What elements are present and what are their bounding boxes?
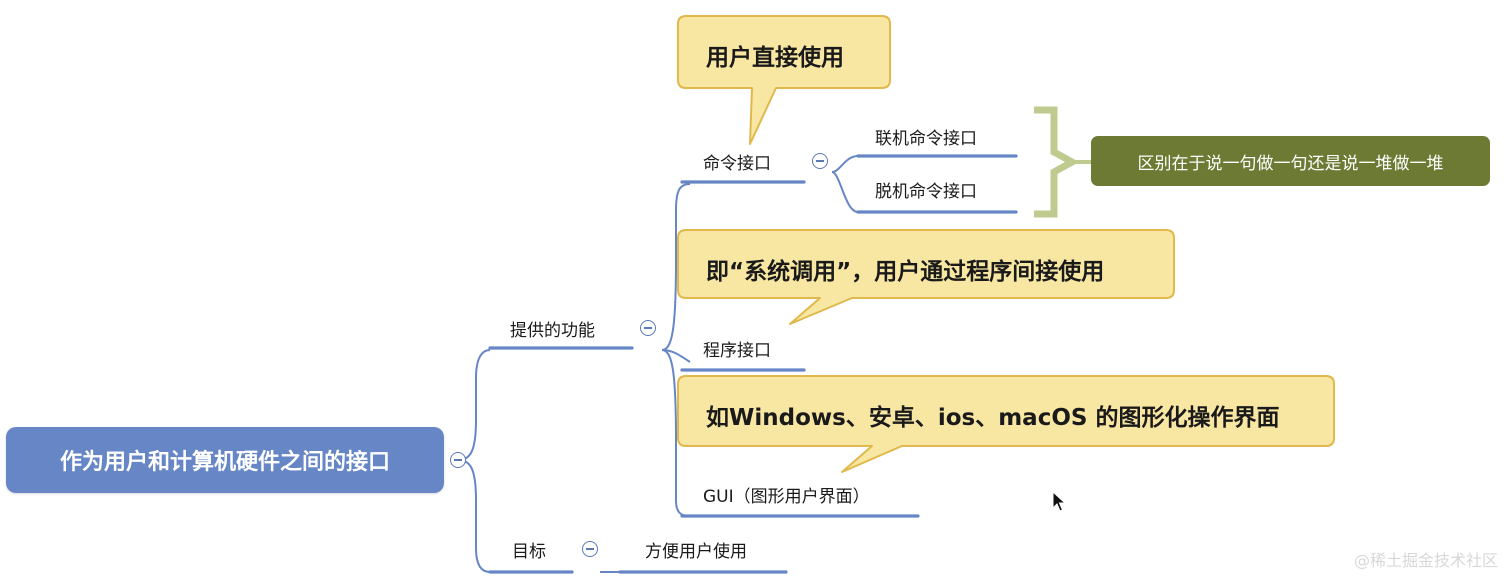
connector-root-functions (457, 349, 491, 461)
node-gui[interactable]: GUI（图形用户界面） (703, 487, 870, 507)
node-online-command[interactable]: 联机命令接口 (875, 129, 977, 149)
summary-text: 区别在于说一句做一句还是说一堆做一堆 (1137, 153, 1444, 174)
mouse-pointer-icon (1052, 491, 1066, 512)
node-offline-command[interactable]: 脱机命令接口 (875, 182, 977, 202)
connector-functions-command (661, 183, 691, 351)
node-goal-child[interactable]: 方便用户使用 (645, 542, 747, 562)
collapse-goal-icon[interactable] (582, 541, 598, 557)
watermark: @稀土掘金技术社区 (1353, 551, 1498, 570)
callout-bubble-program (677, 229, 1175, 325)
collapse-functions-icon[interactable] (640, 320, 656, 336)
root-node[interactable]: 作为用户和计算机硬件之间的接口 (6, 427, 444, 493)
callout-gui-text: 如Windows、安卓、ios、macOS 的图形化操作界面 (706, 405, 1280, 431)
root-node-label: 作为用户和计算机硬件之间的接口 (59, 450, 390, 475)
collapse-command-icon[interactable] (812, 153, 828, 169)
connector-root-goal (457, 459, 491, 573)
node-command[interactable]: 命令接口 (703, 154, 771, 174)
node-goal[interactable]: 目标 (512, 542, 546, 562)
callout-bubble-gui (677, 375, 1335, 473)
callout-bubble-command (677, 15, 891, 145)
node-functions[interactable]: 提供的功能 (510, 321, 595, 341)
collapse-root-icon[interactable] (450, 452, 466, 468)
summary-box[interactable]: 区别在于说一句做一句还是说一堆做一堆 (1091, 136, 1490, 186)
connector-command-online (831, 155, 859, 173)
callout-command-text: 用户直接使用 (706, 45, 844, 71)
node-program[interactable]: 程序接口 (703, 341, 771, 361)
brace-icon (1034, 106, 1080, 218)
callout-program-text: 即“系统调用”，用户通过程序间接使用 (706, 259, 1105, 285)
connector-command-offline (831, 171, 859, 213)
connector-functions-gui (661, 349, 691, 517)
